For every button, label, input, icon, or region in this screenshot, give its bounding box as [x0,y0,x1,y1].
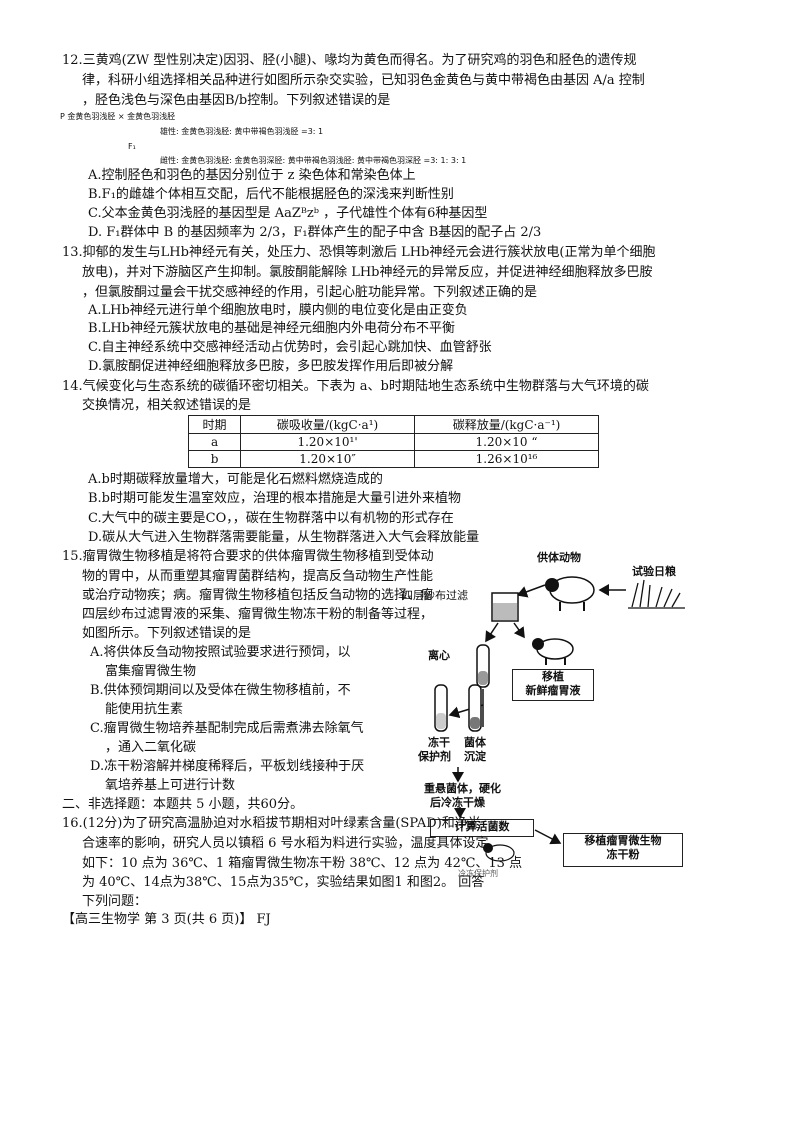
recipient-sheep-icon [532,638,574,665]
q12-option-d: D. F₁群体中 B 的基因频率为 2/3，F₁群体产生的配子中含 B基因的配子… [88,225,542,240]
fresh-fluid-label: 新鲜瘤胃液 [525,684,581,697]
table-cell: 1.20×10¹' [240,433,416,451]
table-header-cell: 时期 [187,415,242,434]
q15-option-c-line1: C.瘤胃微生物培养基配制完成后需煮沸去除氧气 [90,721,364,736]
table-header-cell: 碳吸收量/(kgC·a¹) [240,415,416,434]
q16-line2: 合速率的影响，研究人员以镇稻 6 号水稻为料进行实验，温度具体设定 [82,836,489,851]
diagram-cells-label: 菌体 [464,736,486,749]
q15-stem-line1: 15.瘤胃微生物移植是将符合要求的供体瘤胃微生物移植到受体动 [62,549,434,564]
q12-stem-line1: 12.三黄鸡(ZW 型性别决定)因羽、胫(小腿)、喙均为黄色而得名。为了研究鸡的… [62,53,637,68]
table-cell: 1.20×10 “ [414,433,599,451]
q16-line5: 下列问题： [82,894,148,909]
q15-option-c-line2: ，通入二氧化碳 [105,740,197,755]
table-header-row: 时期 碳吸收量/(kgC·a¹) 碳释放量/(kgC·a⁻¹) [187,415,599,434]
q13-option-d: D.氯胺酮促进神经细胞释放多巴胺，多巴胺发挥作用后即被分解 [88,359,454,374]
q14-option-d: D.碳从大气进入生物群落需要能量，从生物群落进入大气会释放能量 [88,530,480,545]
q12-option-b: B.F₁的雌雄个体相互交配，后代不能根据胫色的深浅来判断性别 [88,187,454,202]
diagram-resuspend-label: 重悬菌体，硬化 [424,782,501,795]
q16-line1: 16.(12分)为了研究高温胁迫对水稻拔节期相对叶绿素含量(SPAD)和净光 [62,816,481,831]
q13-option-a: A.LHb神经元进行单个细胞放电时，膜内侧的电位变化是由正变负 [88,303,468,318]
q15-option-a-line2: 富集瘤胃微生物 [105,664,197,679]
centrifuge-tube-icon [476,644,490,688]
q12-cross-female: 雌性: 金黄色羽浅胫: 金黄色羽深胫: 黄中带褐色羽浅胫: 黄中带褐色羽深胫 =… [160,156,467,165]
q13-stem-line1: 13.抑郁的发生与LHb神经元有关，处压力、恐惧等刺激后 LHb神经元会进行簇状… [62,245,656,260]
q14-stem-line2: 交换情况，相关叙述错误的是 [82,398,252,413]
q12-cross-parents: P 金黄色羽浅胫 × 金黄色羽浅胫 [60,112,176,121]
q13-option-b: B.LHb神经元簇状放电的基础是神经元细胞内外电荷分布不平衡 [88,321,455,336]
q15-option-d-line2: 氧培养基上可进行计数 [105,778,236,793]
diagram-feed-label: 试验日粮 [632,565,676,578]
donor-sheep-icon [545,576,595,611]
table-cell: 1.26×10¹⁶ [414,450,599,468]
transplant-fresh-fluid-box: 移植 新鲜瘤胃液 [512,669,594,701]
diagram-sediment-label: 沉淀 [464,750,486,763]
small-sheep-icon [483,843,515,862]
q14-option-c: C.大气中的碳主要是CO，，碳在生物群落中以有机物的形式存在 [88,511,454,526]
q15-option-a-line1: A.将供体反刍动物按照试验要求进行预饲，以 [90,645,351,660]
q12-stem-line2: 律，科研小组选择相关品种进行如图所示杂交实验，已知羽色金黄色与黄中带褐色由基因 … [82,73,645,88]
diagram-gauze-label: 四层纱布过滤 [402,589,468,602]
q14-option-a: A.b时期碳释放量增大，可能是化石燃料燃烧造成的 [88,472,383,487]
powder-label-line1: 移植瘤胃微生物 [584,834,662,847]
q15-option-d-line1: D.冻干粉溶解并梯度稀释后，平板划线接种于厌 [90,759,365,774]
q12-stem-line3: ，胫色浅色与深色由基因B/b控制。下列叙述错误的是 [82,93,391,108]
table-cell: a [187,433,242,451]
grass-feed-icon [628,579,685,609]
freeze-tube-icon [434,684,448,732]
q12-option-c: C.父本金黄色羽浅胫的基因型是 AaZᴮzᵇ ，子代雄性个体有6种基因型 [88,206,488,221]
table-cell: b [187,450,242,468]
q13-stem-line3: ，但氯胺酮过量会干扰交感神经的作用，引起心脏功能异常。下列叙述正确的是 [82,285,538,300]
diagram-protectant-label: 保护剂 [418,750,451,763]
powder-label-line2: 冻干粉 [606,848,640,861]
table-row: b 1.20×10″ 1.26×10¹⁶ [187,450,599,468]
q14-stem-line1: 14.气候变化与生态系统的碳循环密切相关。下表为 a、b时期陆地生态系统中生物群… [62,379,649,394]
sediment-tube-icon [468,684,482,732]
diagram-centrifuge-label: 离心 [428,649,450,662]
q15-option-b-line1: B.供体预饲期间以及受体在微生物移植前，不 [90,683,351,698]
rumen-transplant-diagram: 供体动物 试验日粮 四层纱布过滤 离心 移植 新鲜瘤胃液 冻干 保护剂 菌体 沉… [400,545,700,895]
q15-stem-line4: 四层纱布过滤胃液的采集、瘤胃微生物冻干粉的制备等过程， [82,607,434,622]
q12-option-a: A.控制胫色和羽色的基因分别位于 z 染色体和常染色体上 [88,168,416,183]
q13-option-c: C.自主神经系统中交感神经活动占优势时，会引起心跳加快、血管舒张 [88,340,492,355]
q12-cross-f1: F₁ [128,142,136,151]
carbon-exchange-table: 时期 碳吸收量/(kgC·a¹) 碳释放量/(kgC·a⁻¹) a 1.20×1… [187,415,599,468]
page-footer: 【高三生物学 第 3 页(共 6 页)】 FJ [62,912,271,927]
diagram-watermark-text: 冷冻保护剂 [458,869,498,878]
q15-stem-line3: 或治疗动物疾；病。瘤胃微生物移植包括反刍动物的选择、瘤 [82,588,434,603]
transplant-label: 移植 [542,670,564,683]
count-viable-bacteria-box: 计算活菌数 [430,819,534,837]
q15-option-b-line2: 能使用抗生素 [105,702,184,717]
q16-line4: 为 40℃、14点为38℃、15点为35℃，实验结果如图1 和图2。 回答 [82,875,485,890]
diagram-lyophilize-label: 后冷冻干燥 [430,796,485,809]
q15-stem-line2: 物的胃中，从而重塑其瘤胃菌群结构，提高反刍动物生产性能 [82,569,434,584]
q15-stem-line5: 如图所示。下列叙述错误的是 [82,626,252,641]
filter-beaker-icon [491,592,519,622]
q12-cross-male: 雄性: 金黄色羽浅胫: 黄中带褐色羽浅胫 =3: 1 [160,127,324,136]
diagram-freeze-label: 冻干 [428,736,450,749]
table-cell: 1.20×10″ [240,450,416,468]
rumen-powder-box: 移植瘤胃微生物 冻干粉 [563,833,683,867]
diagram-graphics [434,576,685,862]
part2-heading: 二、非选择题：本题共 5 小题，共60分。 [62,797,304,812]
q13-stem-line2: 放电)，并对下游脑区产生抑制。氯胺酮能解除 LHb神经元的异常反应，并促进神经细… [82,265,653,280]
table-row: a 1.20×10¹' 1.20×10 “ [187,433,599,451]
diagram-donor-label: 供体动物 [537,551,581,564]
q16-line3: 如下：10 点为 36℃、1 箱瘤胃微生物冻干粉 38℃、12 点为 42℃、1… [82,856,523,871]
table-header-cell: 碳释放量/(kgC·a⁻¹) [414,415,599,434]
q14-option-b: B.b时期可能发生温室效应，治理的根本措施是大量引进外来植物 [88,491,462,506]
count-label: 计算活菌数 [454,820,510,833]
